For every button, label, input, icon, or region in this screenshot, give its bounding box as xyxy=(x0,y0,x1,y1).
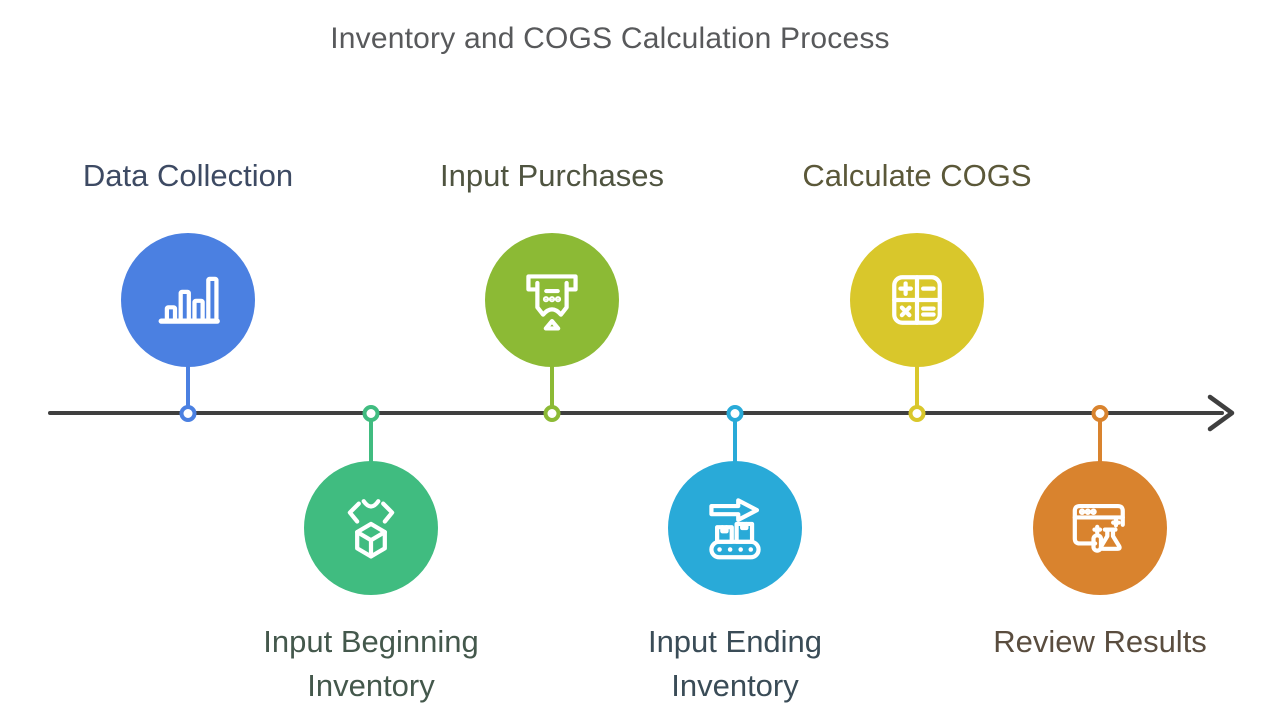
step-label: Review Results xyxy=(993,624,1207,659)
timeline-dot xyxy=(908,405,926,422)
step-circle xyxy=(121,233,255,367)
step-label: Input Purchases xyxy=(439,158,665,193)
step-circle xyxy=(1033,461,1167,595)
step-circle xyxy=(485,233,619,367)
step-circle xyxy=(668,461,802,595)
timeline-line xyxy=(48,411,1224,415)
connector-stem xyxy=(550,360,554,408)
page-title: Inventory and COGS Calculation Process xyxy=(330,22,890,55)
receipt-printer-icon xyxy=(526,274,578,331)
timeline-dot xyxy=(362,405,380,422)
step-label: Calculate COGS xyxy=(802,158,1032,193)
timeline-dot xyxy=(543,405,561,422)
connector-stem xyxy=(733,418,737,466)
claw-box-icon xyxy=(347,499,395,559)
browser-flask-icon xyxy=(1072,503,1125,553)
bar-chart-icon xyxy=(158,276,220,324)
timeline-dot xyxy=(726,405,744,422)
connector-stem xyxy=(1098,418,1102,466)
calculator-icon xyxy=(892,275,942,325)
timeline-dot xyxy=(1091,405,1109,422)
connector-stem xyxy=(186,360,190,408)
step-label: Data Collection xyxy=(82,158,294,193)
connector-stem xyxy=(915,360,919,408)
step-circle xyxy=(304,461,438,595)
timeline-dot xyxy=(179,405,197,422)
step-circle xyxy=(850,233,984,367)
step-label: Input Ending Inventory xyxy=(647,624,823,703)
conveyor-arrow-icon xyxy=(709,498,761,560)
timeline-arrowhead-icon xyxy=(1207,394,1235,432)
connector-stem xyxy=(369,418,373,466)
step-label: Input Beginning Inventory xyxy=(263,624,479,703)
